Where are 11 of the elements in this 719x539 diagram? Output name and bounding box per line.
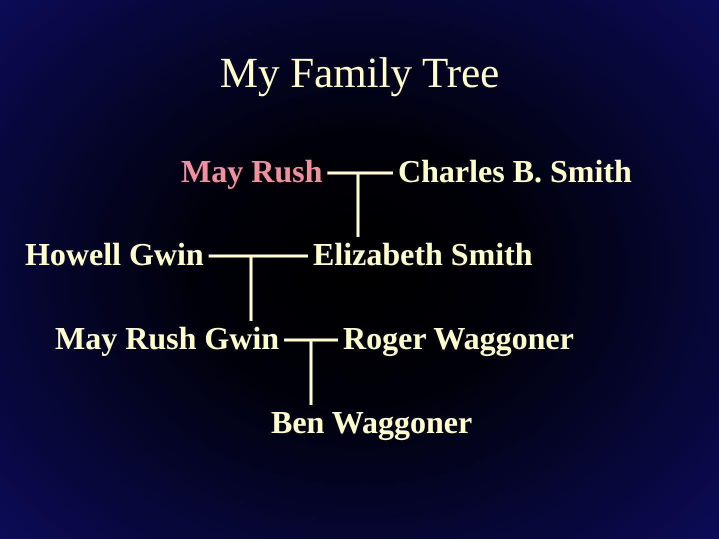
person-name: Ben Waggoner <box>266 405 478 440</box>
person-name: Howell Gwin <box>20 237 209 272</box>
person-name: Elizabeth Smith <box>308 237 538 272</box>
title: My Family Tree <box>218 50 500 98</box>
person-name: Roger Waggoner <box>338 321 579 356</box>
person-name: May Rush <box>176 154 328 190</box>
connector-line <box>356 172 393 237</box>
person-name: Charles B. Smith <box>393 154 637 190</box>
connector-line <box>250 254 308 321</box>
connector-line <box>310 338 338 405</box>
person-name: May Rush Gwin <box>50 321 284 356</box>
